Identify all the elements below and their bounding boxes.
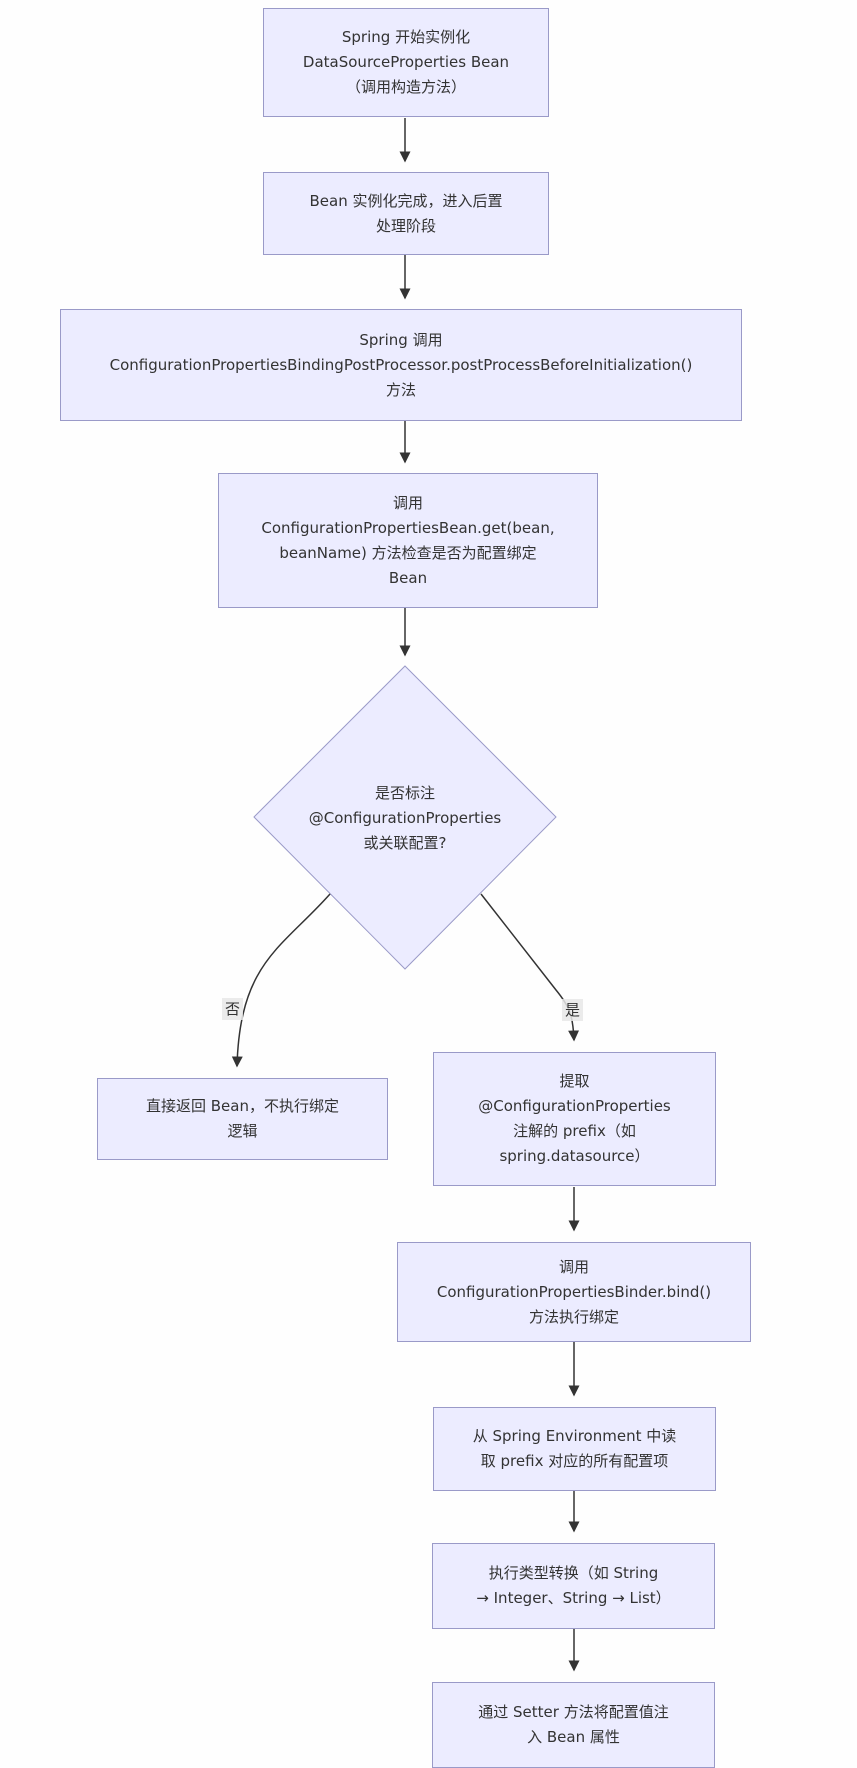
- edge-decision-no: [231, 893, 331, 1068]
- node-start-instantiate: Spring 开始实例化 DataSourceProperties Bean （…: [263, 8, 549, 117]
- edge-label-no: 否: [222, 998, 244, 1020]
- node-setter-injection: 通过 Setter 方法将配置值注 入 Bean 属性: [432, 1682, 715, 1768]
- edge-label-yes: 是: [562, 999, 584, 1021]
- node-call-post-processor: Spring 调用 ConfigurationPropertiesBinding…: [60, 309, 742, 421]
- node-call-binder: 调用 ConfigurationPropertiesBinder.bind() …: [397, 1242, 751, 1342]
- node-check-config-bean: 调用 ConfigurationPropertiesBean.get(bean,…: [218, 473, 598, 608]
- decision-diamond-shape: [253, 665, 557, 970]
- node-read-environment: 从 Spring Environment 中读 取 prefix 对应的所有配置…: [433, 1407, 716, 1491]
- node-extract-prefix: 提取 @ConfigurationProperties 注解的 prefix（如…: [433, 1052, 716, 1186]
- node-type-conversion: 执行类型转换（如 String → Integer、String → List）: [432, 1543, 715, 1629]
- decision-annotation-label: 是否标注 @ConfigurationProperties 或关联配置?: [308, 783, 502, 852]
- edge-decision-yes: [480, 893, 580, 1042]
- node-post-process-stage: Bean 实例化完成，进入后置 处理阶段: [263, 172, 549, 255]
- node-return-bean: 直接返回 Bean，不执行绑定 逻辑: [97, 1078, 388, 1160]
